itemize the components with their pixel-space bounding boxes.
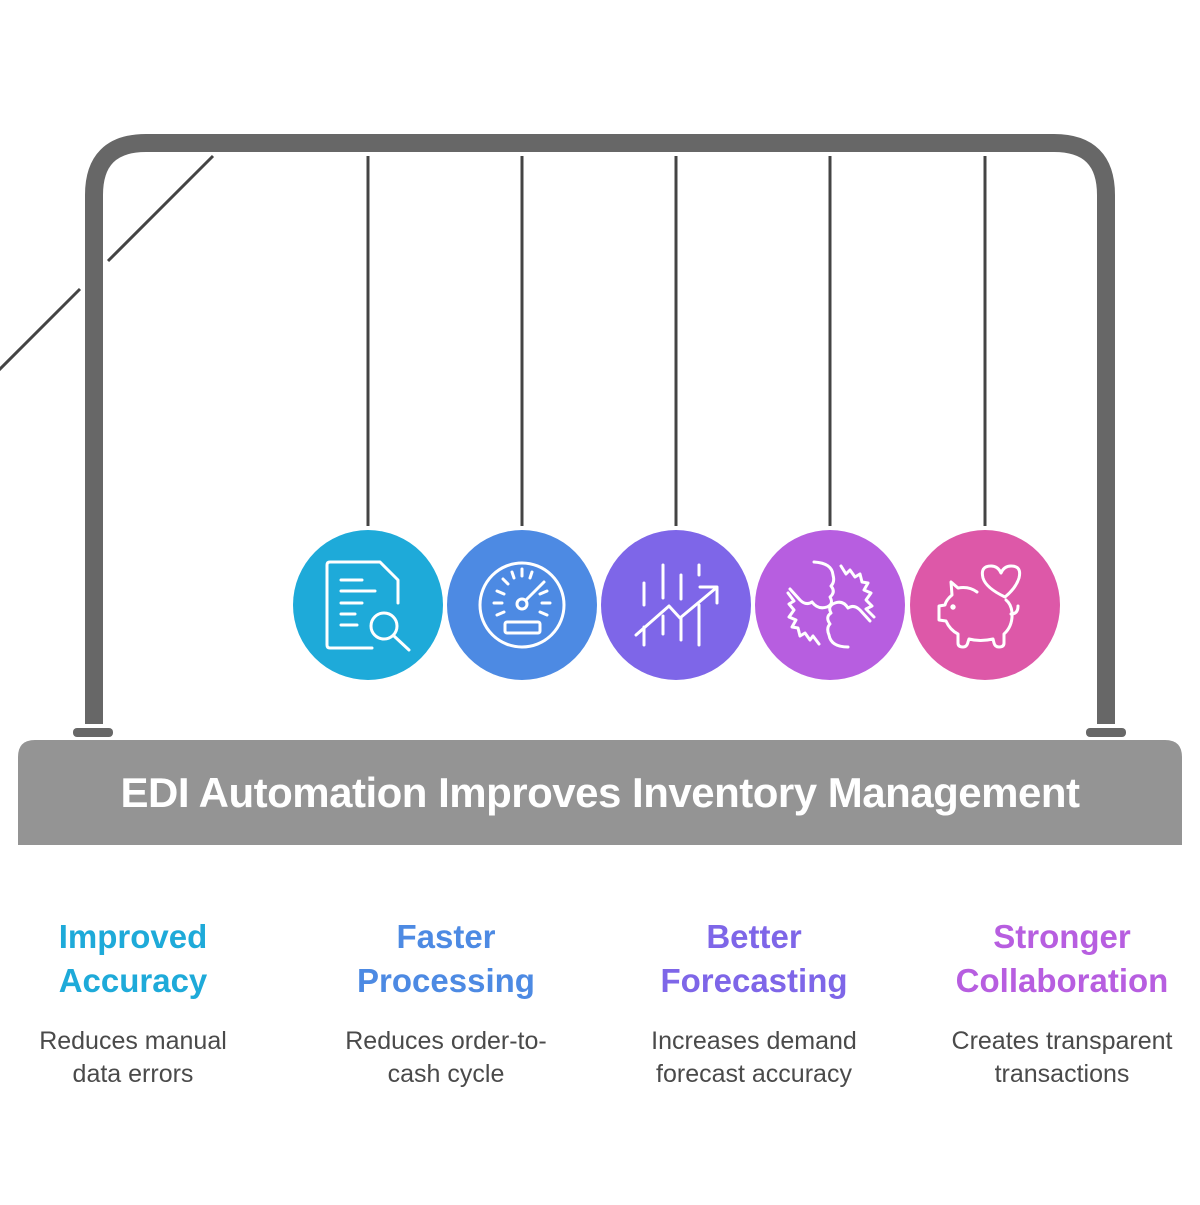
diagram-title: EDI Automation Improves Inventory Manage…: [120, 768, 1080, 816]
benefit-description: Reduces manual data errors: [0, 1025, 268, 1091]
swinging-string-lower: [0, 287, 82, 372]
handshake-collaboration-icon: [786, 560, 876, 649]
pendulum-ball-piggy-bank-heart: [910, 530, 1060, 680]
piggy-bank-heart-icon: [937, 564, 1022, 649]
benefit-description: Reduces order-to-cash cycle: [311, 1025, 581, 1091]
cradle-frame: [85, 134, 1115, 724]
right-post-foot: [1086, 728, 1126, 737]
pendulum-ball-document-search: [293, 530, 443, 680]
benefit-title-line: Accuracy: [58, 962, 208, 999]
benefit-description-line: Creates transparent: [951, 1027, 1173, 1055]
left-post-foot: [73, 728, 113, 737]
pendulum-ball-speedometer: [447, 530, 597, 680]
swinging-string: [106, 154, 215, 263]
benefit-description-line: Reduces manual: [39, 1027, 227, 1055]
benefit-title-line: Processing: [357, 962, 535, 999]
benefit-description-line: forecast accuracy: [656, 1060, 852, 1088]
document-search-icon: [325, 560, 411, 652]
benefit-title-line: Stronger: [993, 918, 1131, 955]
trend-chart-icon: [634, 563, 719, 647]
benefit-title-line: Forecasting: [660, 962, 848, 999]
cradle-base: [18, 740, 1182, 845]
benefit-description-line: Reduces order-to-: [345, 1027, 547, 1055]
benefit-description-line: cash cycle: [387, 1060, 505, 1088]
speedometer-icon: [478, 561, 566, 649]
benefit-description-line: transactions: [994, 1060, 1130, 1088]
pendulum-ball-trend-chart: [601, 530, 751, 680]
benefit-description: Increases demand forecast accuracy: [619, 1025, 889, 1091]
benefit-description: Creates transparent transactions: [927, 1025, 1197, 1091]
benefit-title-line: Better: [706, 918, 802, 955]
benefit-title-line: Faster: [396, 918, 496, 955]
benefit-description-line: Increases demand: [651, 1027, 857, 1055]
benefit-title-line: Improved: [58, 918, 208, 955]
benefit-description-line: data errors: [72, 1060, 194, 1088]
benefit-title-line: Collaboration: [955, 962, 1169, 999]
